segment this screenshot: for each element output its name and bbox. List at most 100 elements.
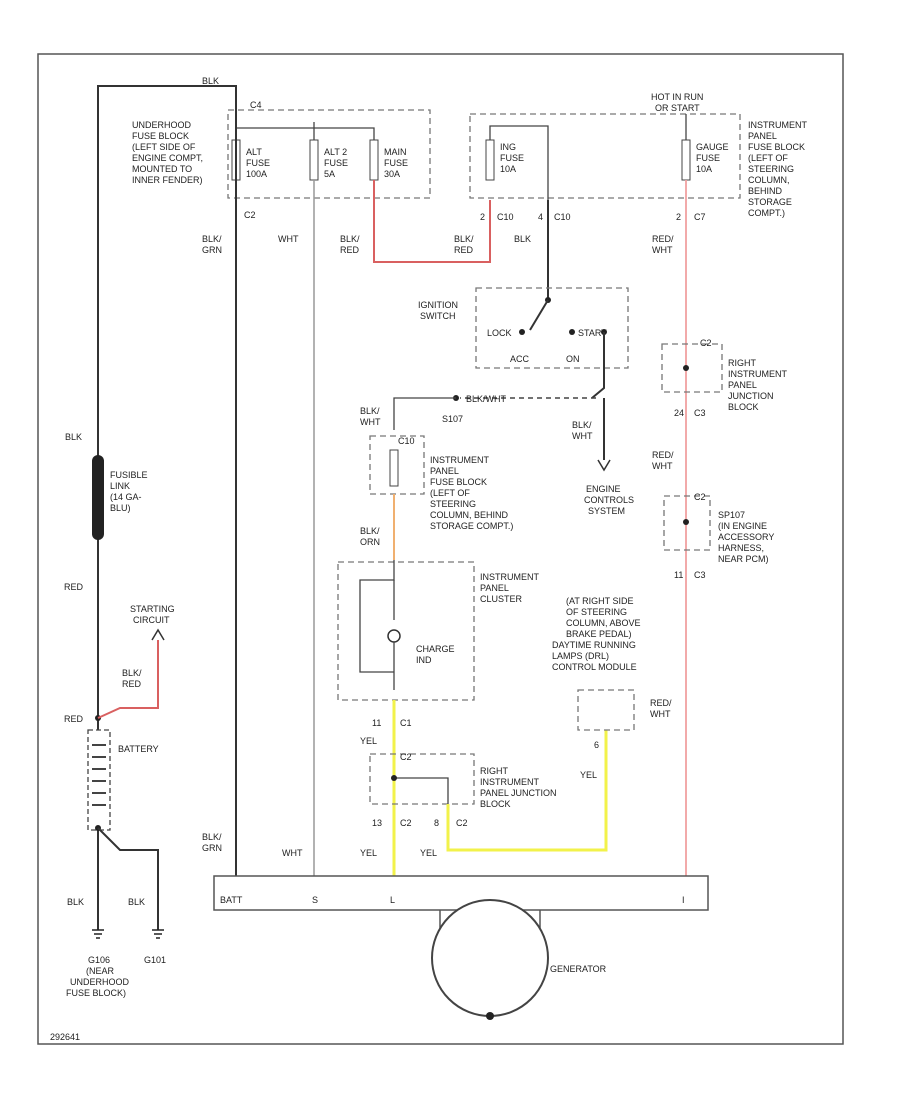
svg-text:C2: C2 bbox=[244, 210, 256, 220]
svg-text:RED: RED bbox=[122, 679, 142, 689]
svg-text:11: 11 bbox=[372, 718, 381, 728]
svg-text:L: L bbox=[390, 895, 395, 905]
svg-text:COMPT.): COMPT.) bbox=[748, 208, 785, 218]
svg-text:BLK/: BLK/ bbox=[572, 420, 592, 430]
svg-text:BLK/: BLK/ bbox=[122, 668, 142, 678]
svg-text:RED/: RED/ bbox=[652, 234, 674, 244]
svg-text:ON: ON bbox=[566, 354, 580, 364]
battery: BATTERY bbox=[87, 729, 159, 930]
svg-text:ALT 2: ALT 2 bbox=[324, 147, 347, 157]
blk-label: BLK bbox=[65, 432, 82, 442]
svg-text:IGNITION: IGNITION bbox=[418, 300, 458, 310]
svg-text:ING: ING bbox=[500, 142, 516, 152]
svg-text:24: 24 bbox=[674, 408, 684, 418]
svg-text:DAYTIME RUNNING: DAYTIME RUNNING bbox=[552, 640, 636, 650]
ignition-switch: IGNITION SWITCH LOCK ACC ON START bbox=[418, 287, 629, 399]
svg-text:S107: S107 bbox=[442, 414, 463, 424]
blk-wht-wire: BLK/WHT S107 BLK/ WHT BLK/ WHT ENGINE CO… bbox=[360, 394, 634, 516]
right-ip-junction-top: C2 RIGHT INSTRUMENT PANEL JUNCTION BLOCK… bbox=[661, 338, 787, 418]
svg-text:BLK/: BLK/ bbox=[360, 406, 380, 416]
red-label-1: RED bbox=[64, 582, 84, 592]
svg-text:GRN: GRN bbox=[202, 245, 222, 255]
red-wht-wire: RED/ WHT RED/ WHT RED/ WHT bbox=[650, 180, 687, 876]
svg-text:FUSE BLOCK: FUSE BLOCK bbox=[748, 142, 805, 152]
starting-circuit: STARTING CIRCUIT BLK/ RED bbox=[97, 604, 175, 719]
svg-text:YEL: YEL bbox=[580, 770, 597, 780]
svg-text:COLUMN, BEHIND: COLUMN, BEHIND bbox=[430, 510, 509, 520]
svg-text:BLU): BLU) bbox=[110, 503, 131, 513]
svg-text:6: 6 bbox=[594, 740, 599, 750]
svg-text:FUSE: FUSE bbox=[384, 158, 408, 168]
svg-text:RIGHT: RIGHT bbox=[728, 358, 757, 368]
svg-text:GAUGE: GAUGE bbox=[696, 142, 729, 152]
svg-text:C2: C2 bbox=[400, 818, 412, 828]
svg-text:C10: C10 bbox=[497, 212, 514, 222]
svg-text:BLK: BLK bbox=[514, 234, 531, 244]
svg-text:FUSE: FUSE bbox=[246, 158, 270, 168]
svg-text:(AT RIGHT SIDE: (AT RIGHT SIDE bbox=[566, 596, 634, 606]
svg-text:YEL: YEL bbox=[360, 848, 377, 858]
svg-text:2: 2 bbox=[480, 212, 485, 222]
svg-text:CHARGE: CHARGE bbox=[416, 644, 455, 654]
svg-text:RED: RED bbox=[340, 245, 360, 255]
svg-text:RED/: RED/ bbox=[652, 450, 674, 460]
svg-text:LOCK: LOCK bbox=[487, 328, 512, 338]
svg-text:PANEL JUNCTION: PANEL JUNCTION bbox=[480, 788, 557, 798]
svg-text:CIRCUIT: CIRCUIT bbox=[133, 615, 170, 625]
svg-text:YEL: YEL bbox=[360, 736, 377, 746]
svg-text:C10: C10 bbox=[398, 436, 415, 446]
svg-text:BLK/WHT: BLK/WHT bbox=[466, 394, 507, 404]
svg-text:WHT: WHT bbox=[652, 245, 673, 255]
svg-text:ALT: ALT bbox=[246, 147, 262, 157]
svg-text:FUSE: FUSE bbox=[324, 158, 348, 168]
svg-text:C3: C3 bbox=[694, 408, 706, 418]
svg-text:MAIN: MAIN bbox=[384, 147, 407, 157]
battery-label: BATTERY bbox=[118, 744, 159, 754]
svg-text:START: START bbox=[578, 328, 607, 338]
svg-text:BLK: BLK bbox=[67, 897, 84, 907]
svg-text:(LEFT OF: (LEFT OF bbox=[430, 488, 470, 498]
svg-text:C4: C4 bbox=[250, 100, 262, 110]
svg-text:CONTROL MODULE: CONTROL MODULE bbox=[552, 662, 637, 672]
drl-module: (AT RIGHT SIDE OF STEERING COLUMN, ABOVE… bbox=[552, 596, 641, 731]
svg-text:G101: G101 bbox=[144, 955, 166, 965]
svg-text:WHT: WHT bbox=[650, 709, 671, 719]
svg-text:RED/: RED/ bbox=[650, 698, 672, 708]
svg-text:JUNCTION: JUNCTION bbox=[728, 391, 774, 401]
svg-text:OF STEERING: OF STEERING bbox=[566, 607, 627, 617]
svg-text:HARNESS,: HARNESS, bbox=[718, 543, 764, 553]
svg-text:C2: C2 bbox=[400, 752, 412, 762]
svg-text:LINK: LINK bbox=[110, 481, 130, 491]
svg-text:100A: 100A bbox=[246, 169, 267, 179]
svg-text:BLK: BLK bbox=[128, 897, 145, 907]
svg-text:(LEFT SIDE OF: (LEFT SIDE OF bbox=[132, 142, 196, 152]
svg-text:C2: C2 bbox=[456, 818, 468, 828]
yellow-l-wire: YEL YEL bbox=[360, 700, 396, 876]
svg-text:C10: C10 bbox=[554, 212, 571, 222]
diagram-frame bbox=[37, 53, 844, 1045]
blk-ignition-feed: BLK bbox=[514, 200, 549, 300]
svg-text:LAMPS (DRL): LAMPS (DRL) bbox=[552, 651, 609, 661]
svg-text:WHT: WHT bbox=[572, 431, 593, 441]
svg-text:FUSE: FUSE bbox=[696, 153, 720, 163]
ip-fuse-block: HOT IN RUN OR START INSTRUMENT PANEL FUS… bbox=[469, 92, 807, 222]
svg-text:BLK/: BLK/ bbox=[202, 234, 222, 244]
top-blk-label: BLK bbox=[202, 76, 219, 86]
svg-text:WHT: WHT bbox=[278, 234, 299, 244]
svg-text:30A: 30A bbox=[384, 169, 400, 179]
instrument-panel-cluster: INSTRUMENT PANEL CLUSTER CHARGE IND C1 1… bbox=[337, 560, 539, 728]
generator: GENERATOR bbox=[431, 899, 607, 1020]
svg-text:10A: 10A bbox=[696, 164, 712, 174]
svg-text:BLK/: BLK/ bbox=[340, 234, 360, 244]
svg-text:C2: C2 bbox=[694, 492, 706, 502]
svg-text:10A: 10A bbox=[500, 164, 516, 174]
generator-icon bbox=[431, 899, 549, 1017]
svg-text:C1: C1 bbox=[400, 718, 412, 728]
svg-text:COLUMN, ABOVE: COLUMN, ABOVE bbox=[566, 618, 641, 628]
svg-text:INSTRUMENT: INSTRUMENT bbox=[728, 369, 787, 379]
svg-text:FUSE BLOCK: FUSE BLOCK bbox=[132, 131, 189, 141]
footer-code: 292641 bbox=[50, 1032, 80, 1042]
svg-text:GRN: GRN bbox=[202, 843, 222, 853]
svg-text:ENGINE: ENGINE bbox=[586, 484, 621, 494]
svg-text:STEERING: STEERING bbox=[430, 499, 476, 509]
